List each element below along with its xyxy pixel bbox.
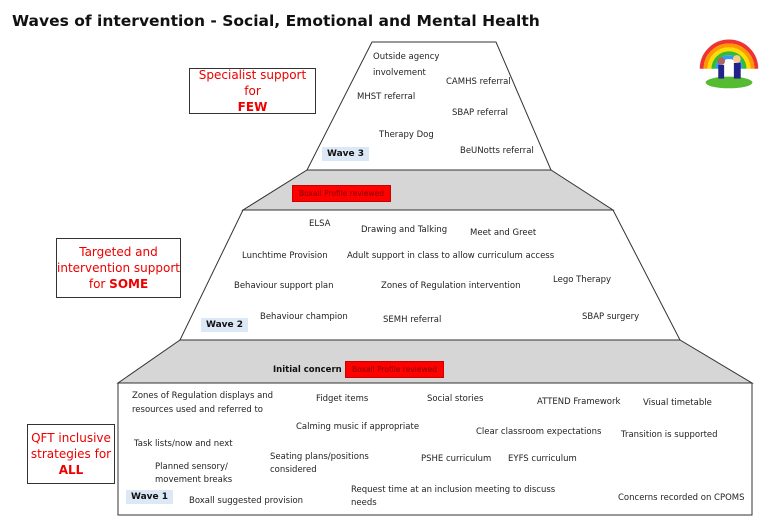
wave1-item: Seating plans/positions [270,452,369,462]
wave1-item: Clear classroom expectations [476,427,602,437]
wave1-item: Fidget items [316,394,369,404]
wave1-badge: Wave 1 [126,490,174,504]
some-line2: intervention support [57,261,180,275]
wave1-item: Calming music if appropriate [296,422,420,432]
wave2-item: SBAP surgery [582,312,640,322]
all-line1: QFT inclusive [31,431,111,445]
wave1-item: Planned sensory/ [155,462,228,472]
some-line3: for SOME [57,276,180,292]
wave2-item: Adult support in class to allow curricul… [347,251,555,261]
school-logo [691,23,767,99]
some-line1: Targeted and [79,245,158,259]
wave3-item: BeUNotts referral [460,146,534,156]
few-emphasis: FEW [237,100,268,114]
wave3-item: Therapy Dog [379,130,434,140]
wave1-item: Social stories [427,394,484,404]
wave2-item: ELSA [309,219,331,229]
wave2-tier [179,209,681,341]
wave3-item: involvement [373,68,426,78]
wave2-badge: Wave 2 [201,318,249,332]
wave2-item: Lego Therapy [553,275,612,285]
wave3-item: MHST referral [357,92,416,102]
boxall-reviewed-badge-wave1: Boxall Profile reviewed [345,361,444,378]
wave1-item: Zones of Regulation displays and [132,391,274,401]
wave1-item: Transition is supported [621,430,718,440]
some-label-box: Targeted and intervention support for SO… [56,238,181,298]
some-emphasis: SOME [109,277,149,291]
wave2-item: Behaviour support plan [234,281,334,291]
wave3-badge: Wave 3 [322,147,370,161]
wave2-item: Lunchtime Provision [242,251,328,261]
wave2-item: Behaviour champion [260,312,348,322]
wave1-item: ATTEND Framework [537,397,621,407]
wave1-item: Visual timetable [643,398,712,408]
wave1-item: EYFS curriculum [508,454,577,464]
wave2-item: Zones of Regulation intervention [381,281,521,291]
initial-concern-label: Initial concern [273,365,342,375]
wave3-item: Outside agency [373,52,440,62]
wave1-item: PSHE curriculum [421,454,492,464]
all-line2: strategies for [30,447,112,461]
wave2-item: Meet and Greet [470,228,537,238]
all-emphasis: ALL [58,463,84,477]
some-for: for [88,277,106,291]
few-line: Specialist support for [198,68,307,98]
wave1-tier [117,382,753,516]
wave2-item: Drawing and Talking [361,225,448,235]
wave1-item: Task lists/now and next [134,439,233,449]
wave3-item: CAMHS referral [446,77,511,87]
wave3-tier [306,41,552,171]
wave1-item: Concerns recorded on CPOMS [618,493,745,503]
wave3-item: SBAP referral [452,108,509,118]
wave1-item: Boxall suggested provision [189,496,304,506]
few-label-box: Specialist support for FEW [189,68,316,114]
all-label-box: QFT inclusive strategies for ALL [27,424,115,484]
wave1-item: considered [270,465,317,475]
wave1-item: needs [351,498,377,508]
page-title: Waves of intervention - Social, Emotiona… [12,12,540,30]
boxall-reviewed-badge-wave2: Boxall Profile reviewed [292,185,391,202]
wave2-item: SEMH referral [383,315,442,325]
wave1-item: resources used and referred to [132,405,264,415]
wave1-item: Request time at an inclusion meeting to … [351,485,556,495]
wave1-item: movement breaks [155,475,233,485]
